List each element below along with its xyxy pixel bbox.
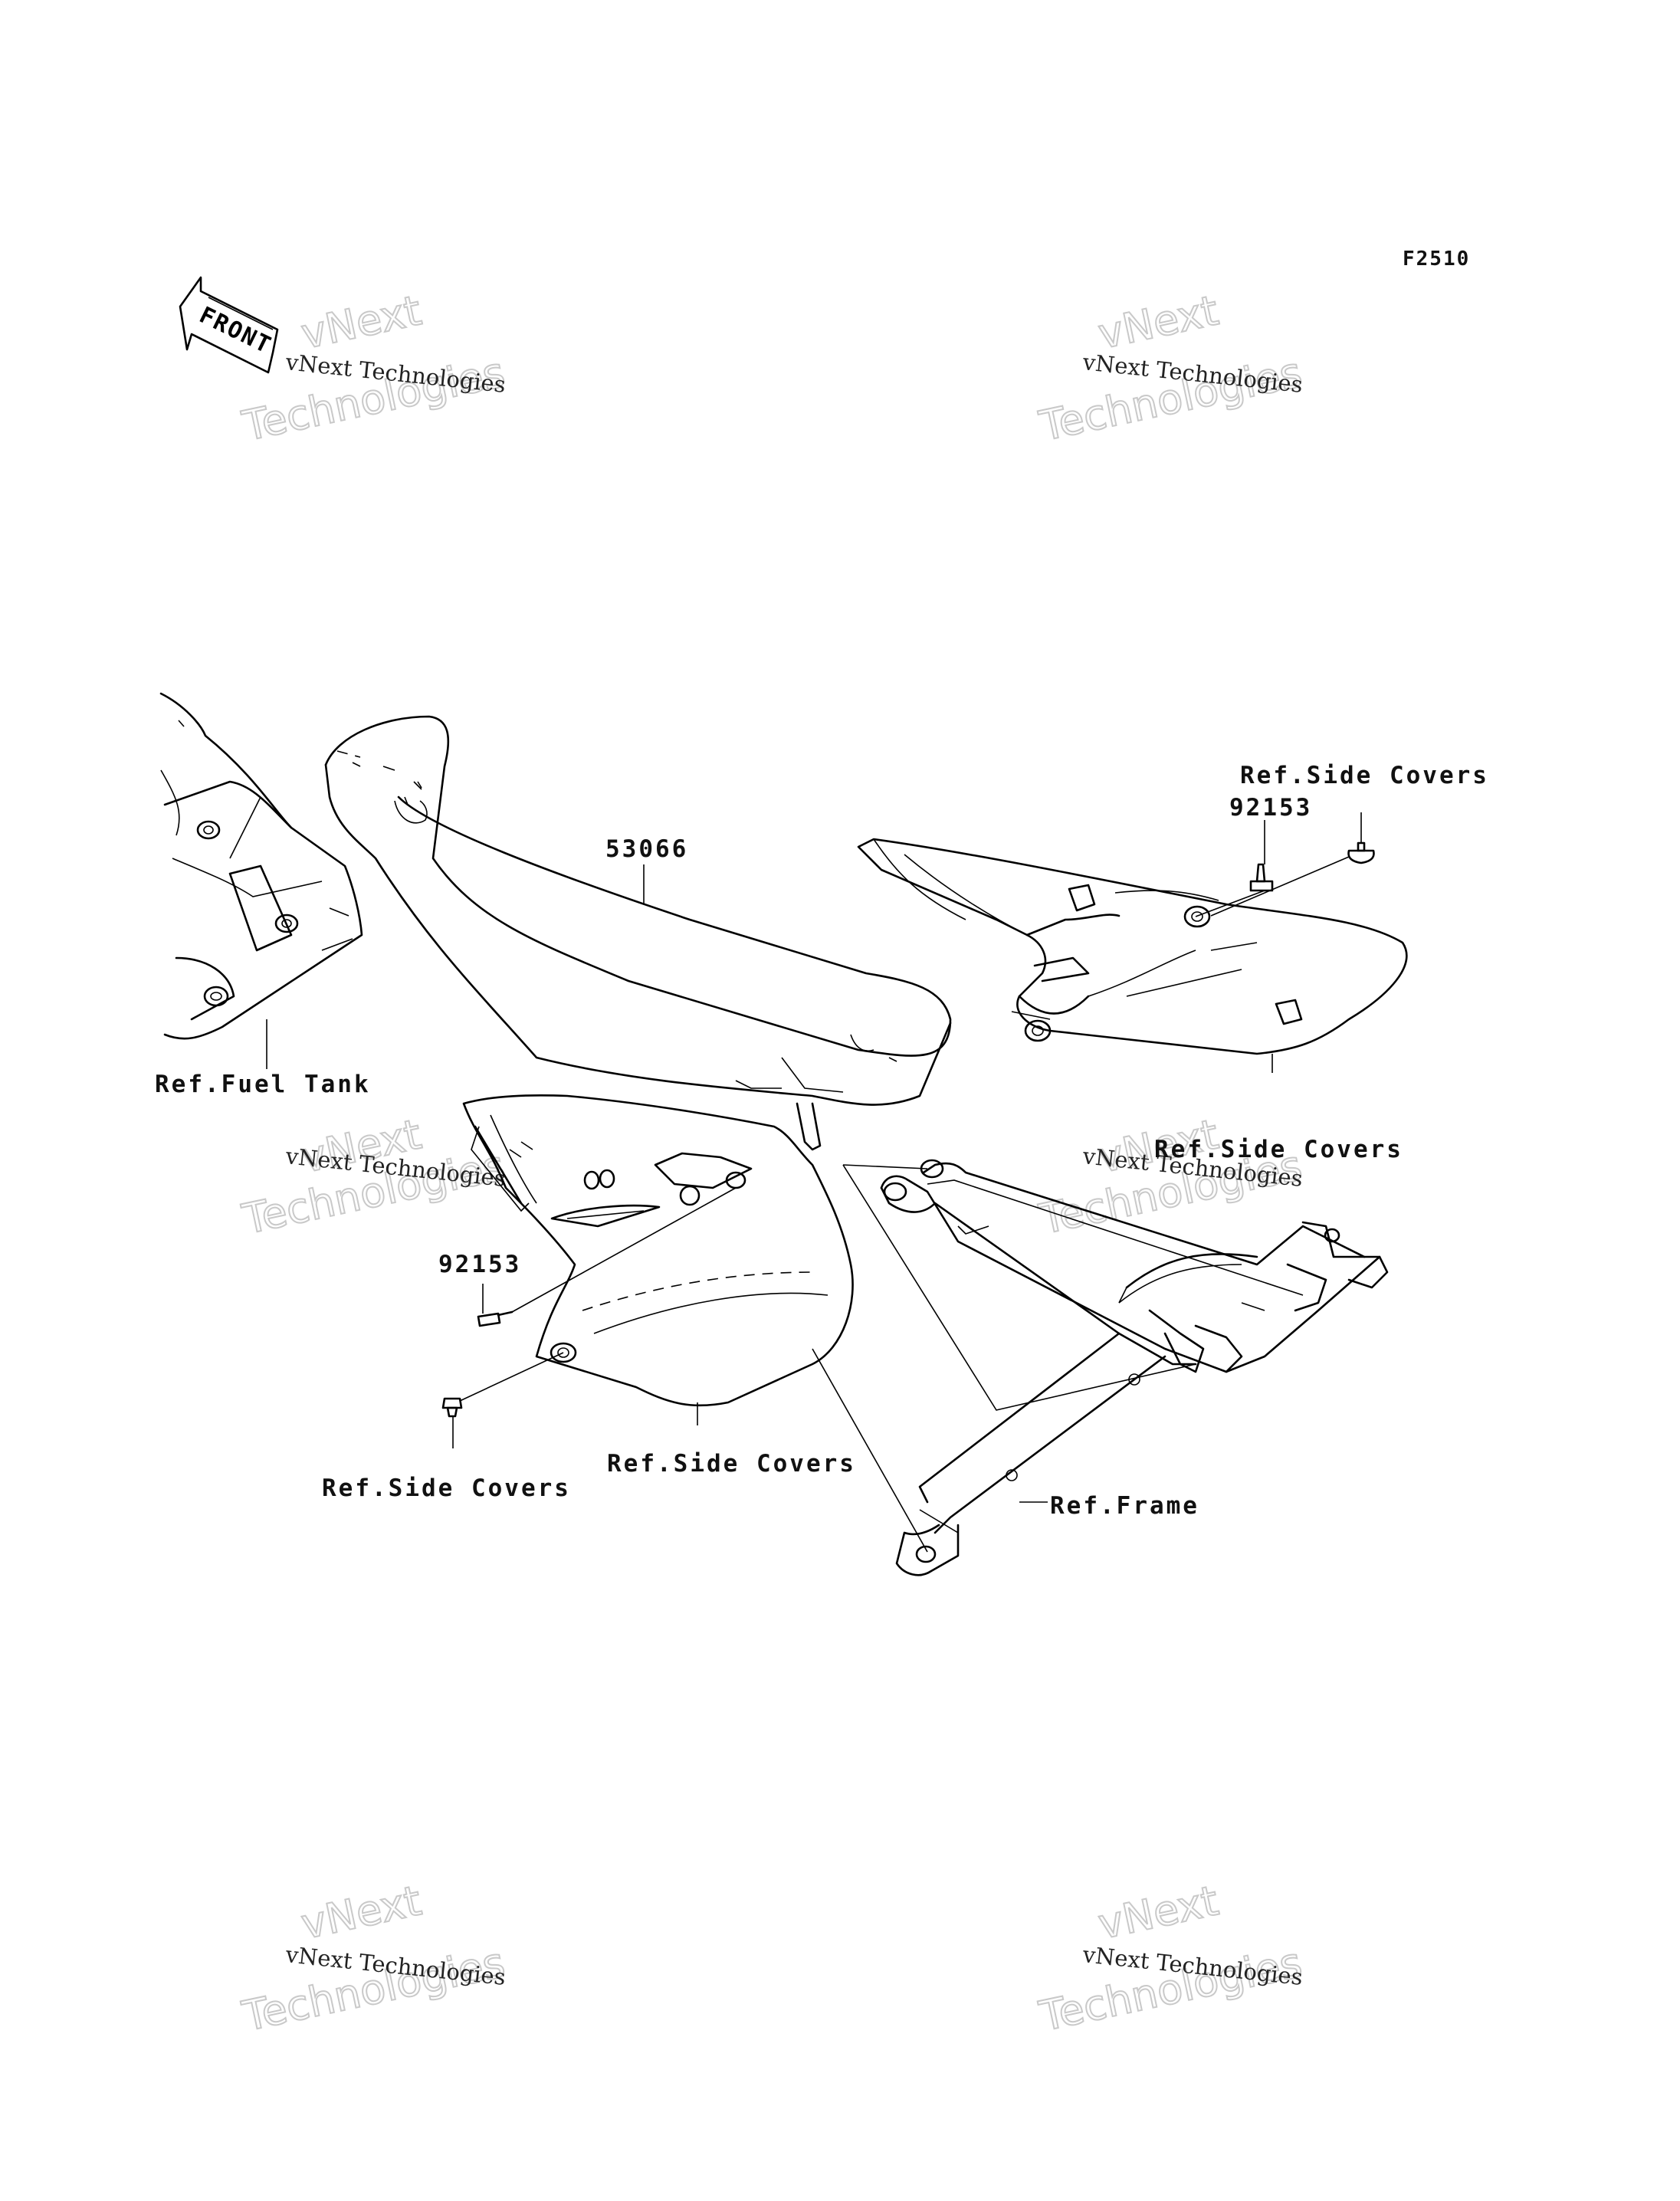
callout-92153-right: 92153 bbox=[1229, 794, 1312, 822]
seat-illustration bbox=[324, 715, 952, 1151]
bolt-icon-right-92153 bbox=[1249, 863, 1274, 892]
rear-frame-illustration bbox=[880, 1159, 1389, 1576]
callout-ref-side-covers-left-bolt: Ref.Side Covers bbox=[322, 1474, 571, 1502]
svg-text:vNext: vNext bbox=[297, 286, 425, 358]
leader-lines bbox=[266, 812, 1362, 1553]
front-arrow-icon: FRONT bbox=[179, 276, 279, 374]
svg-text:vNext: vNext bbox=[1094, 286, 1222, 358]
fuel-tank-illustration bbox=[159, 692, 363, 1040]
bolt-icon-left-lower bbox=[441, 1397, 463, 1418]
diagram-code: F2510 bbox=[1403, 248, 1470, 271]
watermark-bottom-right: vNext Technologies vNext Technologies bbox=[1035, 1875, 1307, 2042]
callout-ref-frame: Ref.Frame bbox=[1050, 1492, 1199, 1520]
callout-ref-side-covers-top-right: Ref.Side Covers bbox=[1240, 762, 1489, 789]
callout-92153-left: 92153 bbox=[438, 1251, 521, 1278]
watermark-middle-right: vNext Technologies vNext Technologies bbox=[1035, 1109, 1307, 1245]
watermark-middle-left: vNext Technologies vNext Technologies bbox=[238, 1109, 510, 1245]
callout-ref-side-covers-right-lower: Ref.Side Covers bbox=[1154, 1136, 1403, 1163]
bolt-icon-right-top bbox=[1347, 841, 1375, 864]
svg-text:vNext: vNext bbox=[1094, 1876, 1222, 1948]
callout-ref-fuel-tank: Ref.Fuel Tank bbox=[155, 1071, 371, 1098]
left-side-cover-illustration bbox=[462, 1094, 854, 1407]
callout-53066: 53066 bbox=[605, 835, 688, 863]
svg-text:vNext: vNext bbox=[297, 1876, 425, 1948]
right-side-cover-illustration bbox=[857, 838, 1408, 1055]
bolt-icon-left-92153 bbox=[477, 1310, 514, 1327]
watermark-bottom-left: vNext Technologies vNext Technologies bbox=[238, 1875, 510, 2042]
watermark-top-right: vNext Technologies vNext Technologies bbox=[1035, 285, 1307, 451]
watermark-top-left: vNext Technologies vNext Technologies bbox=[238, 285, 510, 451]
callout-ref-side-covers-left-lower: Ref.Side Covers bbox=[607, 1450, 856, 1478]
